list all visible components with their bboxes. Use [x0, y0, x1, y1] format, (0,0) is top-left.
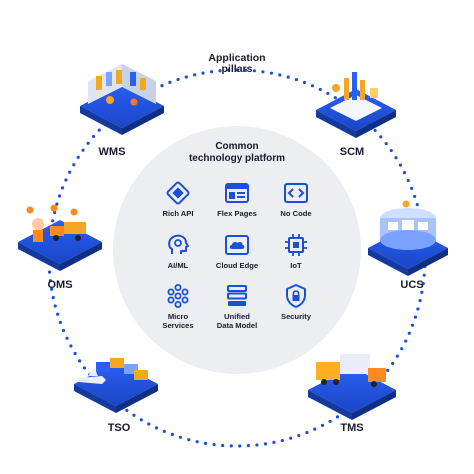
feature-micro-services: Micro Services	[148, 283, 208, 330]
oms-illustration	[18, 204, 102, 271]
micro-services-icon	[167, 284, 189, 308]
pillar-label-tms: TMS	[340, 422, 364, 434]
platform-title-line-2: technology platform	[188, 152, 286, 164]
cloud-edge-icon	[225, 235, 249, 255]
title-line-2: pillars	[221, 63, 253, 75]
feature-label: IoT	[290, 261, 302, 270]
scm-illustration	[316, 72, 396, 138]
feature-label: No Code	[280, 209, 312, 218]
feature-label: Unified Data Model	[216, 312, 258, 330]
unified-data-model-icon	[227, 285, 247, 306]
pillar-label-ucs: UCS	[400, 279, 424, 291]
platform-title: Common technology platform	[189, 141, 285, 164]
ai-ml-icon	[168, 234, 189, 254]
feature-unified-data-model: Unified Data Model	[207, 283, 267, 330]
feature-flex-pages: Flex Pages	[207, 180, 267, 219]
pillar-label-scm: SCM	[339, 146, 365, 158]
feature-no-code: No Code	[266, 180, 326, 219]
no-code-icon	[284, 183, 308, 203]
pillar-label-wms: WMS	[98, 146, 126, 158]
pillar-label-oms: OMS	[47, 279, 73, 291]
tso-illustration	[74, 358, 158, 413]
title-line-1: Application	[208, 52, 266, 64]
wms-illustration	[80, 64, 164, 135]
feature-label: Flex Pages	[217, 209, 257, 218]
application-pillars-title: Application pillars	[208, 53, 265, 75]
feature-label: Rich API	[162, 209, 194, 218]
iot-icon	[285, 234, 307, 256]
feature-label: Cloud Edge	[215, 261, 259, 270]
feature-rich-api: Rich API	[148, 180, 208, 219]
ucs-illustration	[368, 200, 448, 276]
feature-ai-ml: AI/ML	[148, 232, 208, 271]
platform-title-line-1: Common	[215, 141, 259, 152]
pillar-label-tso: TSO	[107, 422, 131, 434]
feature-security: Security	[266, 283, 326, 322]
feature-label: Security	[281, 312, 311, 321]
feature-label: AI/ML	[167, 261, 189, 270]
flex-pages-icon	[225, 183, 249, 203]
feature-cloud-edge: Cloud Edge	[207, 232, 267, 271]
security-icon	[286, 284, 306, 308]
center-platform-circle	[113, 126, 361, 374]
tms-illustration	[308, 354, 396, 420]
feature-label: Micro Services	[162, 312, 194, 330]
rich-api-icon	[166, 181, 190, 205]
feature-iot: IoT	[266, 232, 326, 271]
